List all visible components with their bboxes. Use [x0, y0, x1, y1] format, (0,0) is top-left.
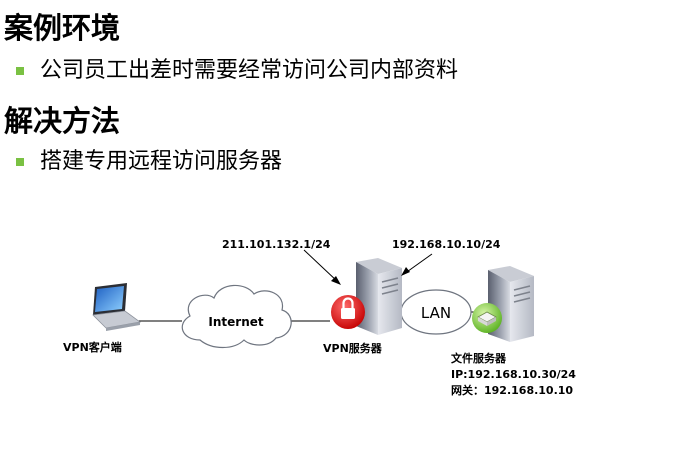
vpn-server-label: VPN服务器 — [323, 341, 383, 355]
bullet-text-environment: 公司员工出差时需要经常访问公司内部资料 — [40, 58, 459, 83]
bullet-square-icon — [16, 158, 24, 166]
bullet-item-environment: 公司员工出差时需要经常访问公司内部资料 — [16, 60, 458, 82]
section-heading-solution: 解决方法 — [4, 104, 121, 138]
file-server-ip: IP:192.168.10.30/24 — [451, 368, 576, 381]
bullet-item-solution: 搭建专用远程访问服务器 — [16, 151, 282, 173]
bullet-square-icon — [16, 67, 24, 75]
vpn-client-label: VPN客户端 — [63, 340, 122, 354]
vpn-server-private-ip: 192.168.10.10/24 — [392, 238, 501, 251]
vpn-server-public-ip: 211.101.132.1/24 — [222, 238, 331, 251]
private-ip-arrow — [401, 253, 433, 276]
file-server-gateway: 网关：192.168.10.10 — [451, 383, 573, 397]
file-server-label: 文件服务器 — [451, 351, 507, 365]
lan-label: LAN — [421, 304, 451, 322]
bullet-text-solution: 搭建专用远程访问服务器 — [40, 149, 283, 174]
vpn-server-icon — [331, 258, 402, 335]
internet-label: Internet — [208, 315, 263, 329]
laptop-icon — [92, 283, 141, 331]
public-ip-arrow — [303, 249, 341, 285]
section-heading-environment: 案例环境 — [4, 11, 121, 45]
internet-cloud-icon — [181, 284, 292, 349]
file-server-icon — [472, 266, 534, 342]
